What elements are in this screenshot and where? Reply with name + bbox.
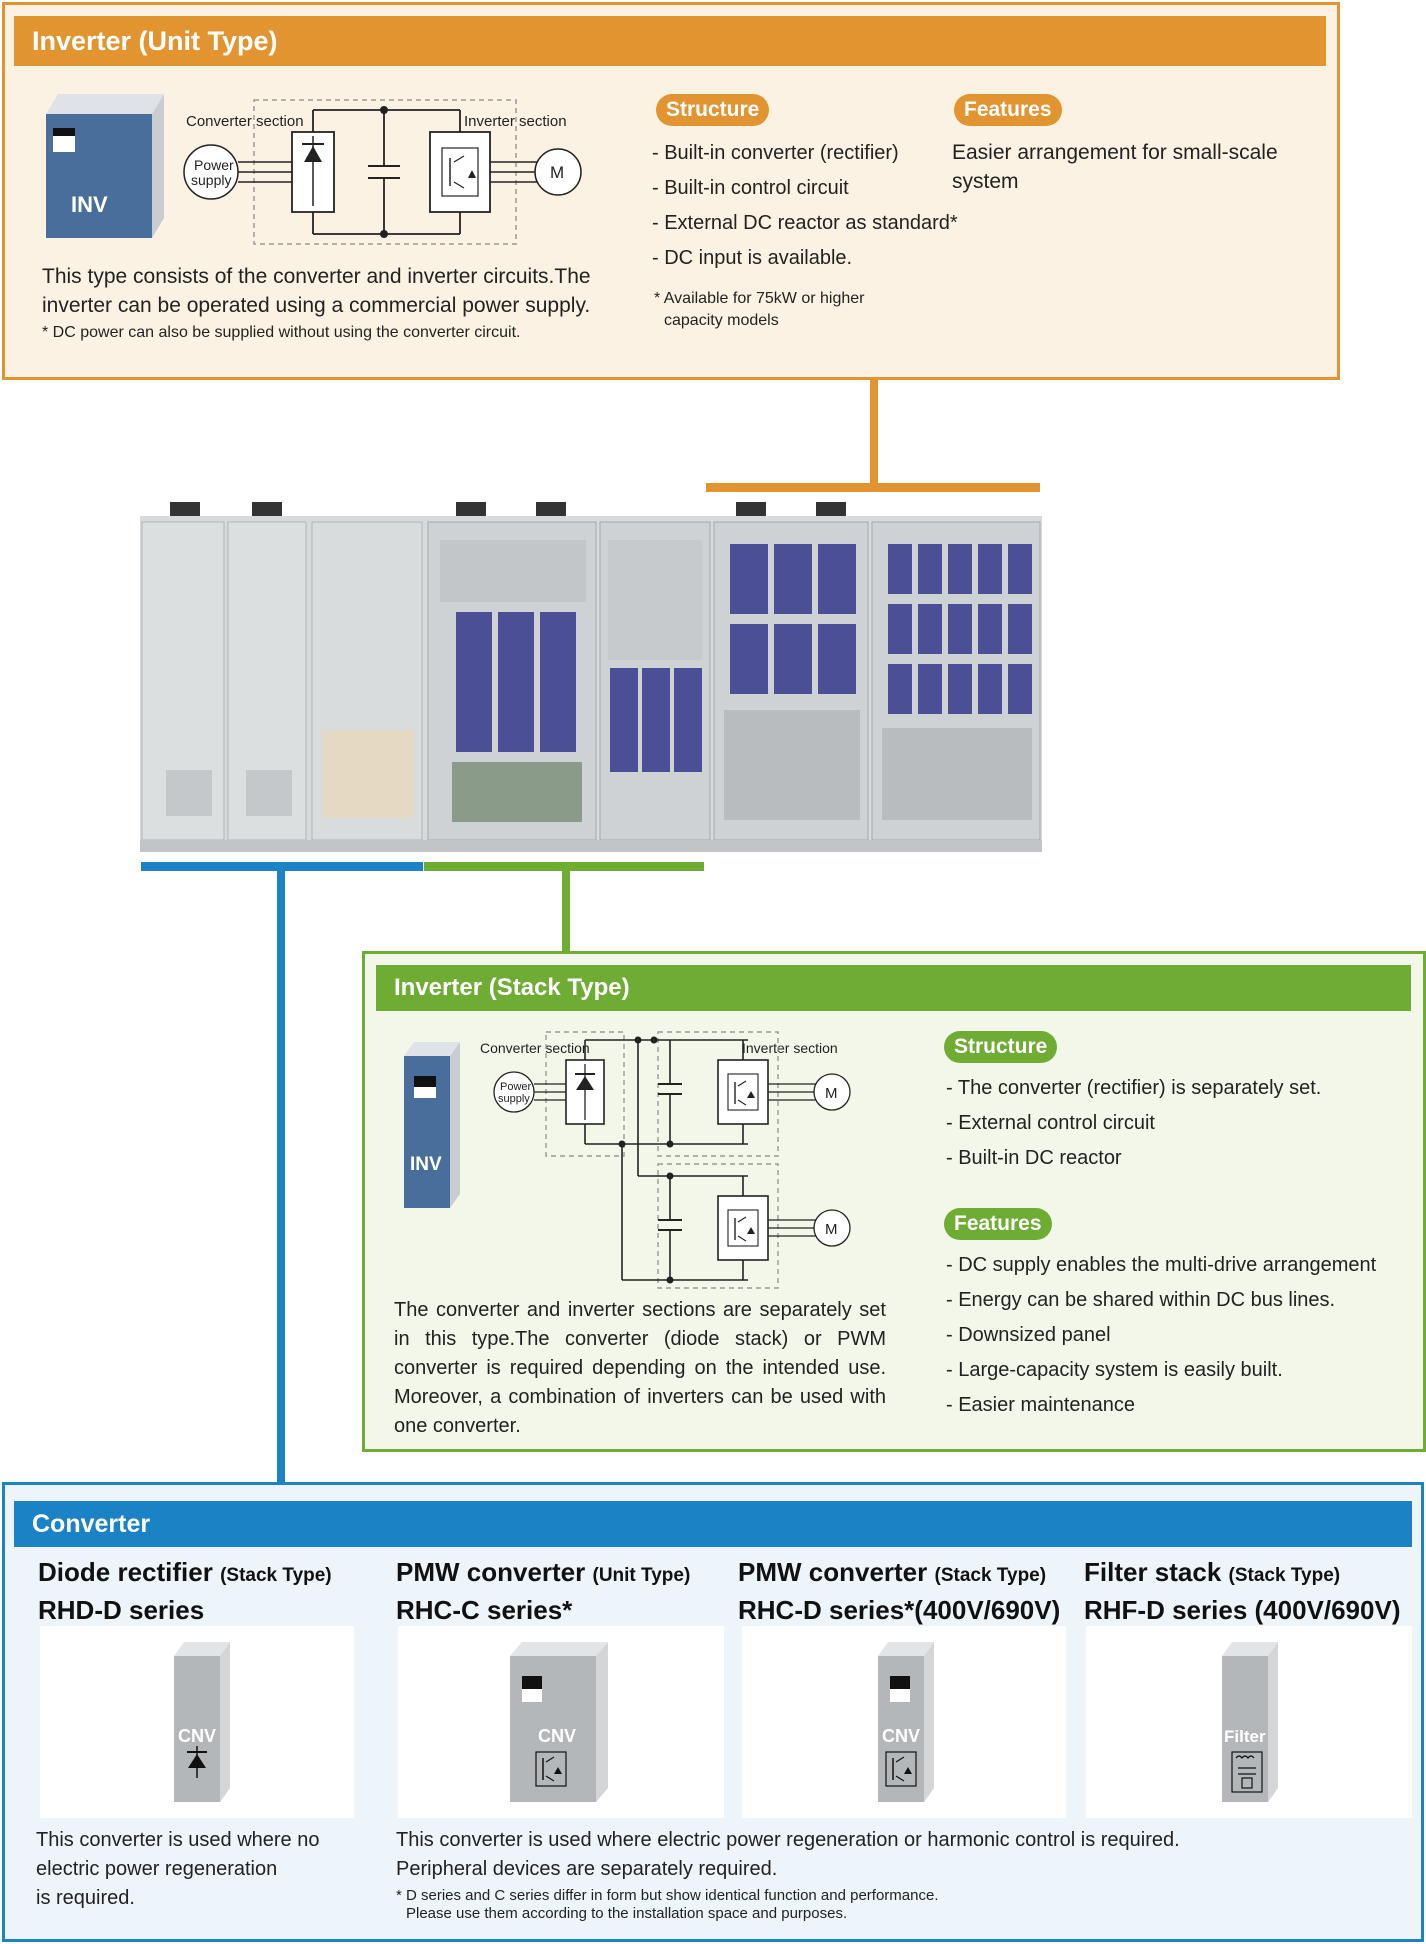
- converter-desc-left-1: This converter is used where no: [36, 1829, 320, 1851]
- blue-connector-vertical: [277, 866, 285, 1484]
- stack-inverter-section-label: Inverter section: [742, 1040, 838, 1056]
- stack-converter-section-label: Converter section: [480, 1040, 590, 1056]
- product-filter-stack-title: Filter stack (Stack Type) RHF-D series (…: [1084, 1555, 1400, 1627]
- cnv-unit-device: CNV: [510, 1642, 608, 1802]
- stack-power-supply-1: Power: [500, 1081, 532, 1093]
- list-item: - Built-in control circuit: [652, 177, 849, 199]
- inverter-cabinet-photo: [140, 502, 1042, 852]
- list-item: - Easier maintenance: [946, 1394, 1135, 1416]
- power-supply-label-1: Power: [194, 157, 234, 173]
- stack-power-supply-2: supply: [498, 1093, 530, 1105]
- product-image-box: CNV: [398, 1626, 724, 1818]
- product-series: RHD-D series: [38, 1595, 205, 1625]
- cnv-diode-device: CNV: [174, 1642, 230, 1802]
- stack-structure-label: Structure: [944, 1031, 1058, 1063]
- unit-structure-label: Structure: [656, 94, 770, 126]
- stack-type-header: Inverter (Stack Type): [376, 965, 1411, 1011]
- converter-header: Converter: [14, 1501, 1412, 1547]
- list-item: - External control circuit: [946, 1112, 1155, 1134]
- list-item: - Built-in DC reactor: [946, 1147, 1122, 1169]
- product-pmw-stack-title: PMW converter (Stack Type) RHC-D series*…: [738, 1555, 1060, 1627]
- list-item: - Large-capacity system is easily built.: [946, 1359, 1283, 1381]
- stack-features-list: - DC supply enables the multi-drive arra…: [946, 1248, 1376, 1423]
- unit-type-footnote: * DC power can also be supplied without …: [42, 324, 521, 341]
- stack-type-circuit-diagram: INV Converter section Inverter section P…: [404, 1031, 851, 1289]
- orange-connector-vertical: [870, 380, 878, 487]
- unit-type-header: Inverter (Unit Type): [14, 16, 1326, 66]
- device-label: CNV: [178, 1726, 216, 1746]
- unit-type-title: Inverter (Unit Type): [32, 25, 278, 56]
- filter-stack-device: Filter: [1222, 1642, 1278, 1802]
- unit-features-text: Easier arrangement for small-scale syste…: [952, 141, 1278, 193]
- converter-desc-left-2: electric power regeneration: [36, 1858, 278, 1880]
- stack-type-panel: [362, 951, 1426, 1452]
- product-image-box: Filter: [1086, 1626, 1412, 1818]
- list-item: - Downsized panel: [946, 1324, 1111, 1346]
- product-type: (Stack Type): [934, 1565, 1047, 1586]
- converter-footnote-1: * D series and C series differ in form b…: [396, 1887, 939, 1904]
- product-type: (Stack Type): [1228, 1565, 1341, 1586]
- product-type: (Unit Type): [592, 1565, 691, 1586]
- product-series: RHF-D series (400V/690V): [1084, 1595, 1401, 1625]
- cnv-stack-device: CNV: [878, 1642, 934, 1802]
- list-item: - DC input is available.: [652, 247, 853, 269]
- product-name: PMW converter: [738, 1557, 928, 1587]
- unit-structure-note-1: * Available for 75kW or higher: [654, 290, 865, 307]
- stack-type-description: The converter and inverter sections are …: [394, 1299, 886, 1437]
- inv-label: INV: [71, 192, 108, 217]
- list-item: - External DC reactor as standard*: [652, 212, 958, 234]
- stack-inv-label: INV: [410, 1154, 442, 1175]
- unit-structure-note-2: capacity models: [664, 312, 779, 329]
- product-type: (Stack Type): [220, 1565, 332, 1586]
- unit-features-label: Features: [954, 94, 1062, 126]
- stack-type-title: Inverter (Stack Type): [394, 974, 630, 1001]
- product-image-box: CNV: [40, 1626, 354, 1818]
- stack-features-label: Features: [944, 1208, 1052, 1240]
- product-name: Filter stack: [1084, 1557, 1222, 1587]
- green-connector-vertical: [562, 866, 570, 953]
- unit-type-description: This type consists of the converter and …: [42, 265, 591, 317]
- power-supply-label-2: supply: [191, 172, 231, 188]
- converter-footnote-2: Please use them according to the install…: [406, 1905, 848, 1922]
- list-item: - The converter (rectifier) is separatel…: [946, 1077, 1322, 1099]
- device-label: Filter: [1224, 1727, 1266, 1746]
- stack-motor-1: M: [825, 1085, 838, 1102]
- device-label: CNV: [538, 1726, 576, 1746]
- product-name: PMW converter: [396, 1557, 586, 1587]
- product-series: RHC-C series*: [396, 1595, 573, 1625]
- device-label: CNV: [882, 1726, 920, 1746]
- unit-type-circuit-diagram: INV Converter section Inverter section P…: [46, 94, 582, 245]
- converter-desc-right-1: This converter is used where electric po…: [396, 1829, 1180, 1851]
- stack-structure-list: - The converter (rectifier) is separatel…: [946, 1071, 1321, 1176]
- list-item: - DC supply enables the multi-drive arra…: [946, 1254, 1377, 1276]
- converter-title: Converter: [32, 1509, 151, 1538]
- motor-label: M: [550, 163, 564, 182]
- list-item: - Energy can be shared within DC bus lin…: [946, 1289, 1336, 1311]
- product-name: Diode rectifier: [38, 1557, 213, 1587]
- product-pmw-unit-title: PMW converter (Unit Type) RHC-C series*: [396, 1555, 690, 1627]
- converter-desc-right-2: Peripheral devices are separately requir…: [396, 1858, 778, 1880]
- list-item: - Built-in converter (rectifier): [652, 142, 899, 164]
- orange-connector-horizontal: [706, 483, 1040, 492]
- converter-section-label: Converter section: [186, 113, 304, 130]
- product-diode-rectifier-title: Diode rectifier (Stack Type) RHD-D serie…: [38, 1555, 332, 1627]
- unit-structure-list: - Built-in converter (rectifier) - Built…: [652, 136, 958, 276]
- product-series: RHC-D series*(400V/690V): [738, 1595, 1061, 1625]
- converter-desc-left-3: is required.: [36, 1887, 135, 1909]
- product-image-box: CNV: [742, 1626, 1066, 1818]
- stack-motor-2: M: [825, 1221, 838, 1238]
